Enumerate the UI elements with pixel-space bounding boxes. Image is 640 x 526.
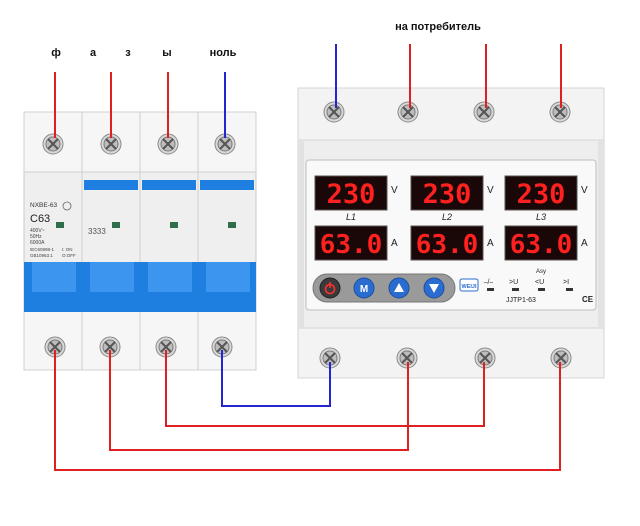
indicator-label: <U (535, 279, 544, 286)
screw-terminal (397, 101, 419, 123)
voltage-unit: V (581, 185, 588, 196)
wire-phase-link-2 (109, 350, 409, 451)
breaker-standard: IEC60898-1 (30, 247, 55, 252)
ce-mark: CE (582, 295, 594, 304)
toggle-lever[interactable] (32, 262, 76, 292)
phase-label: L3 (536, 212, 546, 222)
indicator-led (538, 288, 545, 291)
screw-terminal (323, 101, 345, 123)
voltage-display-l1 (314, 175, 388, 211)
voltage-value-l2: 230 (423, 179, 472, 210)
indicator-led (566, 288, 573, 291)
pole-band (200, 180, 254, 190)
current-unit: A (487, 238, 494, 249)
screw-terminal (473, 101, 495, 123)
triangle-up-icon (394, 283, 404, 292)
voltage-display-l3 (504, 175, 578, 211)
label-consumer: на потребитель (395, 21, 481, 33)
down-button[interactable] (423, 277, 445, 299)
breaker-model: NXBE-63 (30, 202, 57, 209)
indicator-led (487, 288, 494, 291)
indicator-label: >U (509, 279, 518, 286)
asy-label: Asy (536, 269, 546, 275)
status-window (228, 222, 236, 228)
toggle-lever[interactable] (148, 262, 192, 292)
wires (54, 44, 562, 471)
relay-side (298, 140, 304, 328)
wire-phase-link-3 (165, 350, 485, 427)
mode-button-label: M (360, 284, 368, 295)
triangle-down-icon (429, 284, 439, 293)
screw-terminal (42, 133, 64, 155)
current-unit: A (391, 238, 398, 249)
indicator-led (512, 288, 519, 291)
label-neutral: ноль (210, 47, 237, 59)
status-window (56, 222, 64, 228)
indicator-label: >I (563, 279, 569, 286)
label-phase-f: ф (51, 47, 61, 59)
power-button[interactable] (319, 277, 341, 299)
up-button[interactable] (388, 277, 410, 299)
brand-logo (459, 278, 479, 292)
phase-label: L1 (346, 212, 356, 222)
phase-label: L2 (442, 212, 452, 222)
voltage-unit: V (487, 185, 494, 196)
label-phase-a: а (90, 47, 97, 59)
switch-legend: O:OFF (62, 253, 76, 258)
status-window (112, 222, 120, 228)
pole-band (84, 180, 138, 190)
label-phase-z: з (125, 47, 131, 59)
pole-band (142, 180, 196, 190)
current-value-l2: 63.0 (416, 230, 479, 260)
voltage-value-l3: 230 (517, 179, 566, 210)
circuit-breaker: NXBE-63 C63 400V~ 50Hz 6000A IEC60898-1 … (23, 111, 257, 371)
toggle-lever[interactable] (90, 262, 134, 292)
relay-side (598, 140, 604, 328)
voltage-display-l2 (410, 175, 484, 211)
current-display-l3 (504, 225, 578, 261)
relay-model: JJTP1-63 (506, 297, 536, 304)
voltage-relay: 230 230 230 V V V L1 L2 L3 63.0 63.0 63.… (297, 87, 605, 379)
breaker-spec: 6000A (30, 240, 45, 246)
breaker-spec: 400V~ (30, 228, 45, 234)
brand-logo-text: WEIJI (462, 284, 477, 290)
status-window (170, 222, 178, 228)
button-strip (312, 273, 456, 303)
breaker-spec: 50Hz (30, 234, 42, 240)
mode-button[interactable]: M (353, 277, 375, 299)
current-display-l2 (410, 225, 484, 261)
wire-phase-link-1 (54, 350, 561, 471)
current-value-l3: 63.0 (510, 230, 573, 260)
label-phase-y: ы (162, 47, 171, 59)
position-marks: 3333 (88, 227, 106, 236)
switch-legend: I: ON (62, 247, 73, 252)
toggle-lever[interactable] (206, 262, 250, 292)
current-value-l1: 63.0 (320, 230, 383, 260)
voltage-value-l1: 230 (327, 179, 376, 210)
certification-mark (62, 201, 72, 211)
current-unit: A (581, 238, 588, 249)
voltage-unit: V (391, 185, 398, 196)
breaker-rating: C63 (30, 213, 50, 225)
indicator-label: ⎯/⎯ (484, 279, 493, 286)
breaker-standard: GB10963.1 (30, 253, 53, 258)
current-display-l1 (314, 225, 388, 261)
wire-neutral-link (221, 350, 331, 407)
